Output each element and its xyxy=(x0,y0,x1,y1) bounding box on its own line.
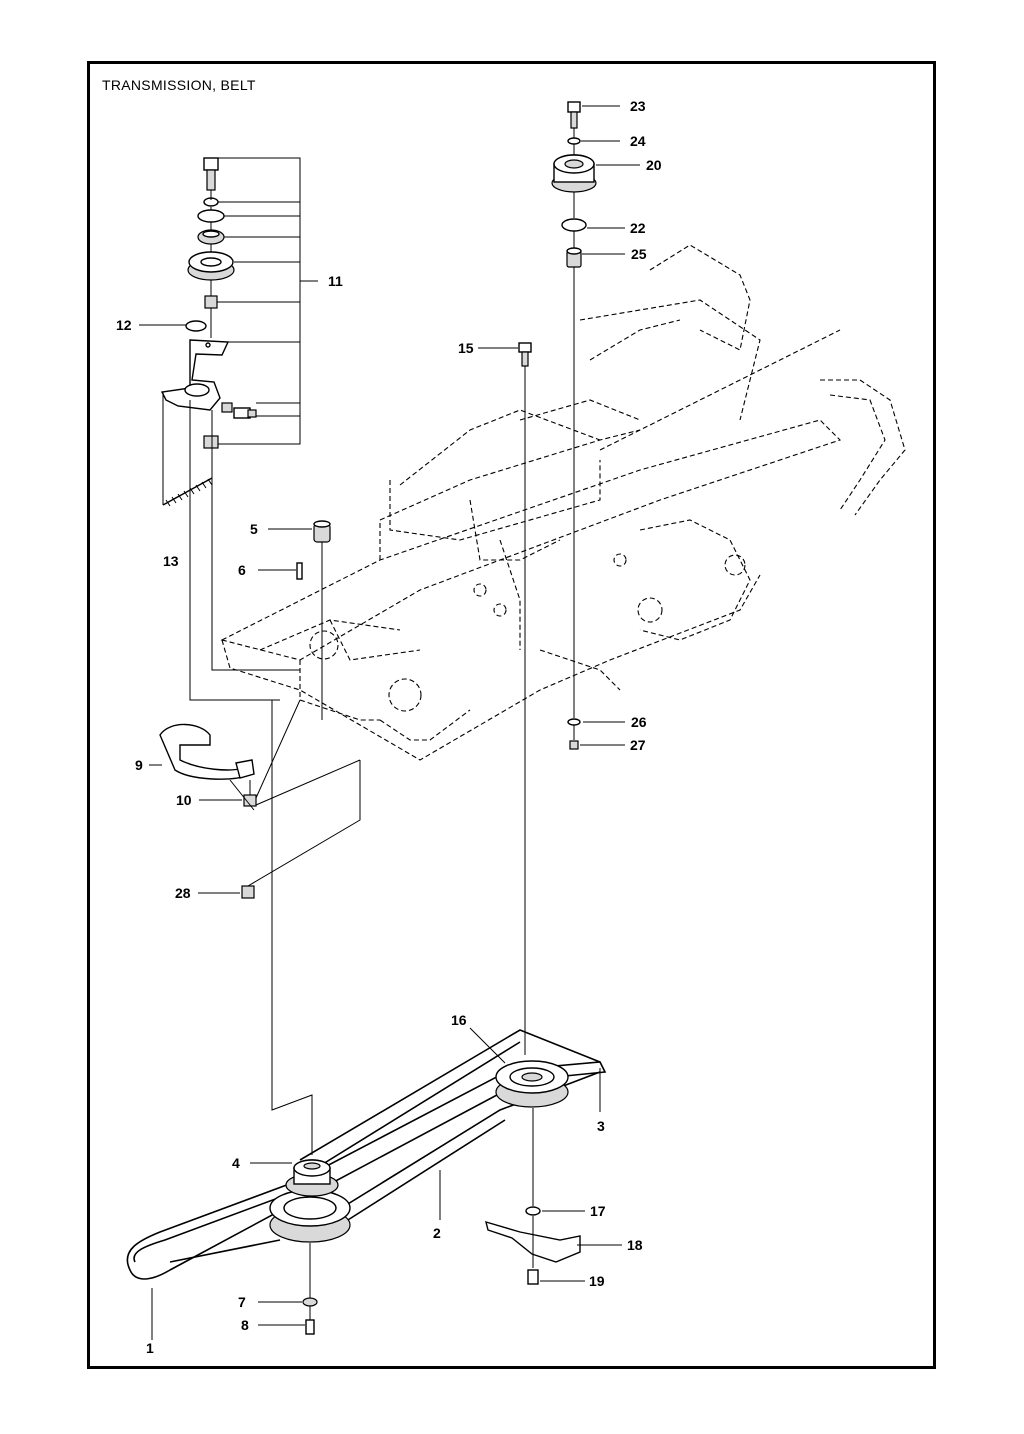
callout-20: 20 xyxy=(646,157,662,173)
bolt-shaft-icon xyxy=(206,169,216,191)
bolt-15-icon xyxy=(518,342,532,353)
chassis-frame xyxy=(220,244,906,761)
callout-9: 9 xyxy=(135,757,143,773)
washer-24-icon xyxy=(567,137,581,145)
bolt-head-icon xyxy=(203,157,219,171)
o-ring-icon xyxy=(185,320,207,332)
pin-icon xyxy=(296,562,303,580)
belt-guard xyxy=(159,699,361,899)
callout-1: 1 xyxy=(146,1340,154,1356)
spacer-icon xyxy=(204,295,218,309)
callout-3: 3 xyxy=(597,1118,605,1134)
callout-18: 18 xyxy=(627,1237,643,1253)
snap-ring-icon xyxy=(197,209,225,223)
callout-11: 11 xyxy=(328,273,343,289)
idler-stack-right xyxy=(551,101,597,750)
tensioner-stack xyxy=(160,157,318,701)
callout-13: 13 xyxy=(163,553,179,569)
callout-6: 6 xyxy=(238,562,246,578)
leader-lines xyxy=(139,105,640,1340)
callout-19: 19 xyxy=(589,1273,605,1289)
callout-labels: 1 2 3 4 5 6 7 8 9 10 11 12 13 15 16 17 1… xyxy=(116,98,662,1356)
sleeve-and-pin xyxy=(296,520,331,720)
belt-guard-icon xyxy=(159,723,252,780)
callout-15: 15 xyxy=(458,340,474,356)
callout-7: 7 xyxy=(238,1294,246,1310)
callout-2: 2 xyxy=(433,1225,441,1241)
callout-17: 17 xyxy=(590,1203,606,1219)
washer-7-icon xyxy=(302,1297,318,1307)
drive-belt-system xyxy=(126,700,607,1335)
small-bolt-icon xyxy=(221,402,233,413)
spring-icon xyxy=(162,477,213,506)
callout-26: 26 xyxy=(631,714,647,730)
callout-10: 10 xyxy=(176,792,192,808)
washer-26-icon xyxy=(567,718,581,726)
bolt-19-icon xyxy=(527,1269,539,1285)
callout-8: 8 xyxy=(241,1317,249,1333)
tensioner-arm-icon xyxy=(160,339,230,411)
callout-12: 12 xyxy=(116,317,132,333)
bolt-8-icon xyxy=(305,1319,315,1335)
nut-27-icon xyxy=(569,740,579,750)
bolt-15 xyxy=(518,342,532,1055)
snap-ring-22-icon xyxy=(561,218,587,232)
callout-28: 28 xyxy=(175,885,191,901)
callout-22: 22 xyxy=(630,220,646,236)
callout-23: 23 xyxy=(630,98,646,114)
diagram-title: TRANSMISSION, BELT xyxy=(102,77,256,93)
callout-25: 25 xyxy=(631,246,647,262)
callout-5: 5 xyxy=(250,521,258,537)
diagram-frame xyxy=(87,61,936,1369)
callout-27: 27 xyxy=(630,737,646,753)
callout-4: 4 xyxy=(232,1155,240,1171)
callout-16: 16 xyxy=(451,1012,467,1028)
nut-28-icon xyxy=(241,885,255,899)
bolt-23-icon xyxy=(567,101,581,113)
nut-icon xyxy=(203,435,219,449)
washer-17-icon xyxy=(525,1206,541,1216)
callout-24: 24 xyxy=(630,133,646,149)
